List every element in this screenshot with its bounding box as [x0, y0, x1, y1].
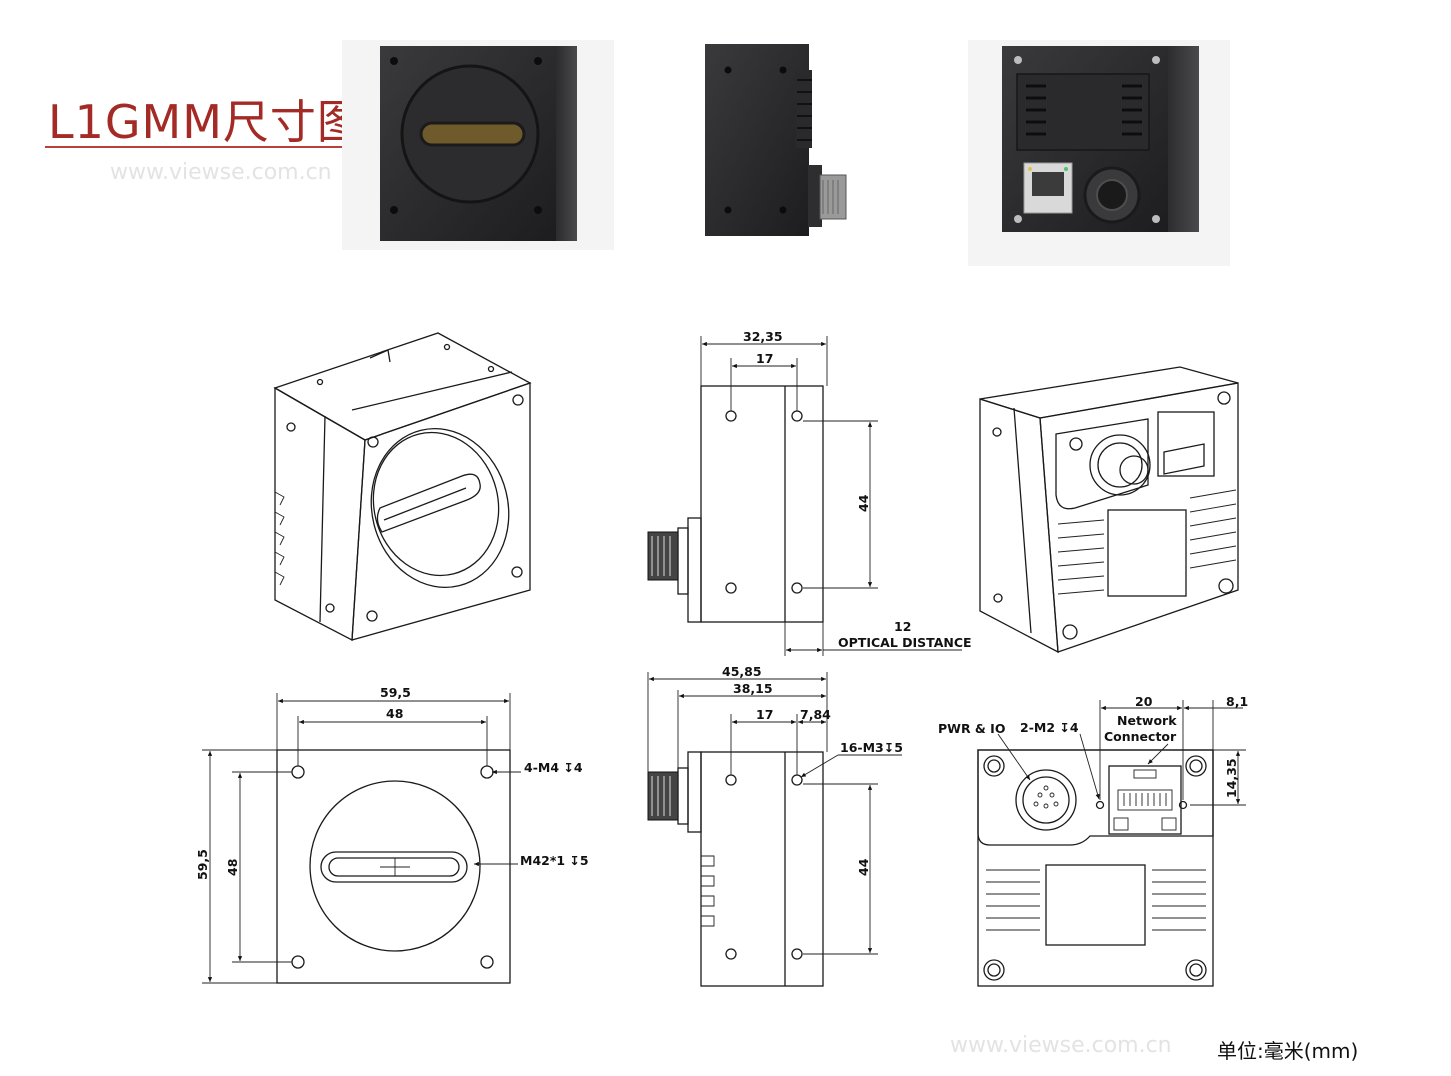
unit-label: 单位:毫米(mm) [1217, 1039, 1359, 1063]
iso-front-drawing [273, 332, 532, 642]
photo-side [705, 44, 847, 236]
dim-rear-connector-width: 20 [1135, 694, 1153, 709]
rear-view-drawing: PWR & IO 2-M2 ↧4 20 8,1 Network Connecto… [938, 694, 1248, 987]
title-underline [45, 146, 365, 148]
watermark-top: www.viewse.com.cn [110, 160, 332, 185]
note-front-mount: M42*1 ↧5 [520, 853, 589, 868]
dim-side2-total-width: 45,85 [722, 664, 762, 679]
photo-front [342, 40, 614, 250]
dim-optical-label: OPTICAL DISTANCE [838, 635, 972, 650]
dim-front-outer-height: 59,5 [195, 849, 210, 880]
dim-side-width: 32,35 [743, 329, 783, 344]
dim-front-inner-height: 48 [225, 859, 240, 876]
dim-side-height: 44 [856, 494, 871, 512]
dim-side2-hole-spacing: 17 [756, 707, 773, 722]
watermark-bottom: www.viewse.com.cn [950, 1033, 1172, 1058]
dim-side2-edge-offset: 7,84 [800, 707, 831, 722]
dim-front-outer-width: 59,5 [380, 685, 411, 700]
front-view-drawing: 59,5 48 59,5 48 4-M4 ↧4 M42*1 ↧5 [195, 685, 589, 984]
dim-front-inner-width: 48 [386, 706, 403, 721]
dim-side2-height: 44 [856, 858, 871, 876]
note-rear-pwr: PWR & IO [938, 721, 1005, 736]
side-view-2-drawing: 45,85 38,15 17 7,84 16-M3↧5 44 [647, 664, 903, 987]
note-side2-holes: 16-M3↧5 [840, 740, 903, 755]
note-rear-network-1: Network [1117, 713, 1177, 728]
photo-rear [968, 40, 1230, 266]
note-rear-screw: 2-M2 ↧4 [1020, 720, 1079, 735]
dim-rear-height-offset: 14,35 [1224, 758, 1239, 798]
iso-rear-drawing [979, 366, 1239, 654]
page-title: L1GMM尺寸图 [48, 95, 364, 149]
dim-side-hole-spacing: 17 [756, 351, 773, 366]
dim-optical-value: 12 [894, 619, 911, 634]
side-view-drawing: 32,35 17 44 12 OPTICAL DISTANCE [647, 329, 972, 656]
note-front-holes: 4-M4 ↧4 [524, 760, 583, 775]
note-rear-network-2: Connector [1104, 729, 1177, 744]
dim-side2-body-width: 38,15 [733, 681, 773, 696]
dim-rear-edge-offset: 8,1 [1226, 694, 1248, 709]
